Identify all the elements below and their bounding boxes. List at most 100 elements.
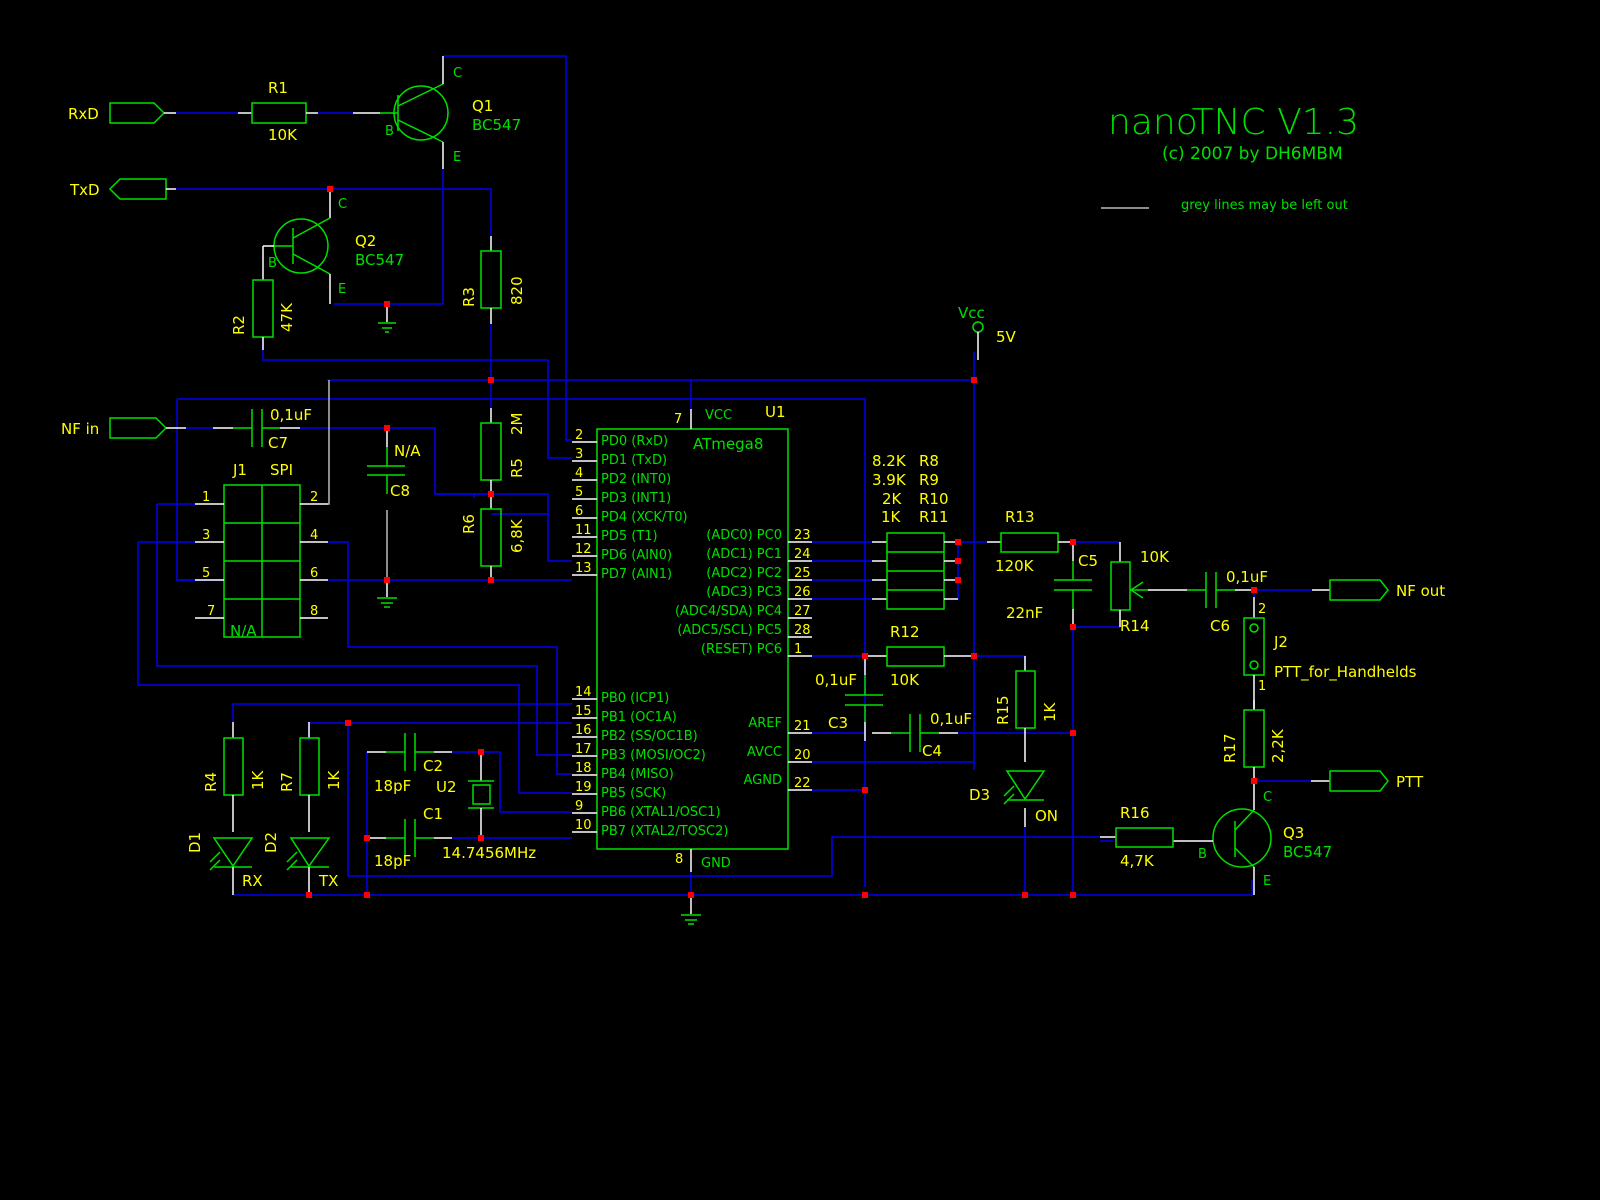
ground-symbol-top bbox=[378, 304, 396, 333]
potentiometer-r14: 10K R14 bbox=[1110, 542, 1187, 635]
port-nf-in[interactable]: NF in bbox=[61, 417, 186, 439]
svg-text:PD7 (AIN1): PD7 (AIN1) bbox=[601, 567, 672, 582]
svg-text:RxD: RxD bbox=[68, 105, 99, 123]
port-rxd[interactable]: RxD bbox=[68, 102, 176, 124]
legend-note: grey lines may be left out bbox=[1181, 198, 1348, 213]
svg-text:E: E bbox=[453, 150, 461, 165]
resistor-r13: R13 120K bbox=[987, 508, 1073, 575]
svg-text:14: 14 bbox=[575, 685, 592, 700]
u1-pin-27: 27(ADC4/SDA) PC4 bbox=[675, 604, 812, 619]
svg-text:16: 16 bbox=[575, 723, 592, 738]
svg-text:C: C bbox=[453, 66, 462, 81]
svg-text:1K: 1K bbox=[325, 769, 343, 790]
svg-text:B: B bbox=[1198, 847, 1207, 862]
ground-symbol-bottom bbox=[681, 895, 701, 925]
port-ptt[interactable]: PTT bbox=[1311, 770, 1424, 792]
svg-text:10K: 10K bbox=[1140, 548, 1170, 566]
svg-text:BC547: BC547 bbox=[1283, 843, 1332, 861]
svg-text:C7: C7 bbox=[268, 434, 288, 452]
svg-text:PB4 (MISO): PB4 (MISO) bbox=[601, 767, 674, 782]
u1-pin-23: 23(ADC0) PC0 bbox=[706, 528, 812, 543]
svg-text:C1: C1 bbox=[423, 805, 443, 823]
svg-text:28: 28 bbox=[794, 623, 811, 638]
svg-text:17: 17 bbox=[575, 742, 592, 757]
capacitor-c2: C2 18pF bbox=[367, 733, 452, 795]
svg-text:2K: 2K bbox=[882, 490, 903, 508]
svg-text:2: 2 bbox=[310, 490, 318, 505]
connector-j1: N/A J1 SPI 1 2 3 4 5 6 7 8 bbox=[195, 461, 328, 640]
svg-text:24: 24 bbox=[794, 547, 811, 562]
transistor-q2: C B E Q2 BC547 bbox=[263, 189, 404, 304]
svg-text:2: 2 bbox=[575, 428, 583, 443]
svg-text:PB1 (OC1A): PB1 (OC1A) bbox=[601, 710, 677, 725]
svg-text:(ADC1) PC1: (ADC1) PC1 bbox=[706, 547, 782, 562]
svg-text:3.9K: 3.9K bbox=[872, 471, 907, 489]
svg-text:PTT_for_Handhelds: PTT_for_Handhelds bbox=[1274, 663, 1417, 682]
svg-text:GND: GND bbox=[701, 856, 731, 871]
svg-text:R8: R8 bbox=[919, 452, 939, 470]
svg-text:AGND: AGND bbox=[744, 773, 782, 788]
u1-pin-28: 28(ADC5/SCL) PC5 bbox=[677, 623, 812, 638]
svg-text:10K: 10K bbox=[890, 671, 920, 689]
svg-text:6: 6 bbox=[310, 566, 318, 581]
capacitor-c3: 0,1uF C3 bbox=[815, 656, 883, 741]
u1-pin-15: 15 PB1 (OC1A) bbox=[572, 704, 677, 725]
svg-text:9: 9 bbox=[575, 799, 583, 814]
svg-text:C: C bbox=[338, 197, 347, 212]
svg-text:2,2K: 2,2K bbox=[1269, 728, 1287, 763]
svg-text:PTT: PTT bbox=[1396, 773, 1424, 791]
svg-text:4,7K: 4,7K bbox=[1120, 852, 1155, 870]
svg-text:R6: R6 bbox=[460, 514, 478, 534]
svg-text:C8: C8 bbox=[390, 482, 410, 500]
svg-text:8: 8 bbox=[310, 604, 318, 619]
port-txd[interactable]: TxD bbox=[69, 178, 176, 200]
junctions bbox=[306, 186, 1257, 898]
svg-text:0,1uF: 0,1uF bbox=[1226, 568, 1268, 586]
svg-text:(ADC0) PC0: (ADC0) PC0 bbox=[706, 528, 782, 543]
svg-text:5V: 5V bbox=[996, 328, 1017, 346]
svg-text:10: 10 bbox=[575, 818, 592, 833]
svg-text:C6: C6 bbox=[1210, 617, 1230, 635]
svg-text:ON: ON bbox=[1035, 807, 1058, 825]
resistor-r16: R16 4,7K bbox=[1100, 804, 1174, 870]
capacitor-c4: 0,1uF C4 bbox=[872, 710, 972, 760]
svg-text:PD0 (RxD): PD0 (RxD) bbox=[601, 434, 668, 449]
svg-text:5: 5 bbox=[575, 485, 583, 500]
svg-text:Vcc: Vcc bbox=[958, 304, 985, 322]
svg-text:0,1uF: 0,1uF bbox=[930, 710, 972, 728]
svg-text:R1: R1 bbox=[268, 79, 288, 97]
svg-text:RX: RX bbox=[242, 872, 263, 890]
u1-pin-24: 24 (ADC1) PC1 bbox=[706, 547, 812, 562]
capacitor-c8: N/A C8 bbox=[367, 428, 421, 500]
svg-text:1: 1 bbox=[1258, 679, 1266, 694]
svg-text:7: 7 bbox=[674, 412, 682, 427]
svg-text:(ADC3) PC3: (ADC3) PC3 bbox=[706, 585, 782, 600]
svg-text:B: B bbox=[385, 124, 394, 139]
capacitor-c6: 0,1uF C6 bbox=[1187, 568, 1268, 635]
svg-text:PD2 (INT0): PD2 (INT0) bbox=[601, 472, 671, 487]
svg-text:11: 11 bbox=[575, 523, 592, 538]
svg-text:PB2 (SS/OC1B): PB2 (SS/OC1B) bbox=[601, 729, 698, 744]
svg-text:15: 15 bbox=[575, 704, 592, 719]
resistor-r15: R15 1K bbox=[994, 656, 1059, 762]
svg-text:ATmega8: ATmega8 bbox=[693, 435, 763, 453]
svg-text:1: 1 bbox=[794, 642, 802, 657]
svg-text:PB6 (XTAL1/OSC1): PB6 (XTAL1/OSC1) bbox=[601, 805, 721, 820]
svg-text:AREF: AREF bbox=[748, 716, 782, 731]
svg-text:120K: 120K bbox=[995, 557, 1035, 575]
capacitor-c7: 0,1uF C7 bbox=[213, 406, 312, 452]
svg-text:PB0 (ICP1): PB0 (ICP1) bbox=[601, 691, 669, 706]
svg-text:PB5 (SCK): PB5 (SCK) bbox=[601, 786, 666, 801]
svg-text:8.2K: 8.2K bbox=[872, 452, 907, 470]
copyright: (c) 2007 by DH6MBM bbox=[1162, 144, 1343, 164]
port-nf-out[interactable]: NF out bbox=[1312, 579, 1445, 601]
svg-text:0,1uF: 0,1uF bbox=[270, 406, 312, 424]
